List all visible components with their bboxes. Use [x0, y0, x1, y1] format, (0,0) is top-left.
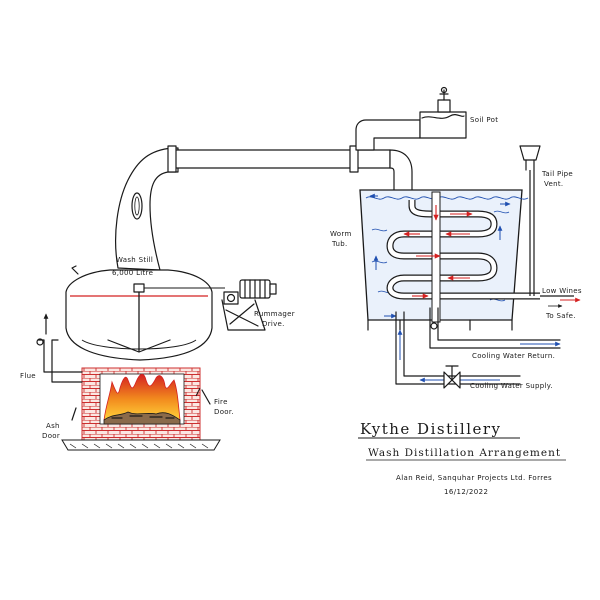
label-low-wines: Low Wines	[542, 287, 582, 295]
author-credit: Alan Reid, Sanquhar Projects Ltd. Forres	[396, 474, 552, 482]
fire-flames	[103, 373, 181, 421]
label-drive: Drive.	[262, 320, 285, 328]
flue	[36, 313, 83, 383]
label-cooling-water-return: Cooling Water Return.	[472, 352, 555, 360]
sight-glass	[131, 192, 143, 220]
labels: Soil Pot Tail Pipe Vent. Worm Tub. Wash …	[20, 116, 582, 440]
title-block: Kythe Distillery Wash Distillation Arran…	[358, 420, 566, 496]
tail-pipe-vent	[519, 145, 541, 296]
rummager	[107, 283, 225, 353]
label-rummager: Rummager	[254, 310, 295, 318]
cooling-water-pipes	[395, 307, 561, 389]
drawing-date: 16/12/2022	[444, 488, 488, 496]
label-vent: Vent.	[544, 180, 563, 188]
soil-pot	[419, 86, 467, 139]
label-tail-pipe: Tail Pipe	[541, 170, 573, 178]
worm-tub	[359, 189, 540, 331]
label-ash: Ash	[46, 422, 60, 430]
rummager-drive	[221, 279, 277, 331]
label-cooling-water-supply: Cooling Water Supply.	[470, 382, 553, 390]
furnace	[61, 367, 221, 451]
lyne-arm	[167, 119, 421, 201]
label-soil-pot: Soil Pot	[470, 116, 498, 124]
diagram-subtitle: Wash Distillation Arrangement	[368, 447, 561, 459]
label-ash-door: Door	[42, 432, 60, 440]
label-capacity: 6,000 Litre	[112, 269, 153, 277]
label-worm: Worm	[330, 230, 352, 238]
label-fire-door: Door.	[214, 408, 234, 416]
diagram-title: Kythe Distillery	[360, 420, 502, 438]
label-tub: Tub.	[331, 240, 348, 248]
low-wines-outlet	[540, 295, 581, 308]
label-to-safe: To Safe.	[545, 312, 576, 320]
label-wash-still: Wash Still	[116, 256, 153, 264]
label-fire: Fire	[214, 398, 228, 406]
label-flue: Flue	[20, 372, 36, 380]
